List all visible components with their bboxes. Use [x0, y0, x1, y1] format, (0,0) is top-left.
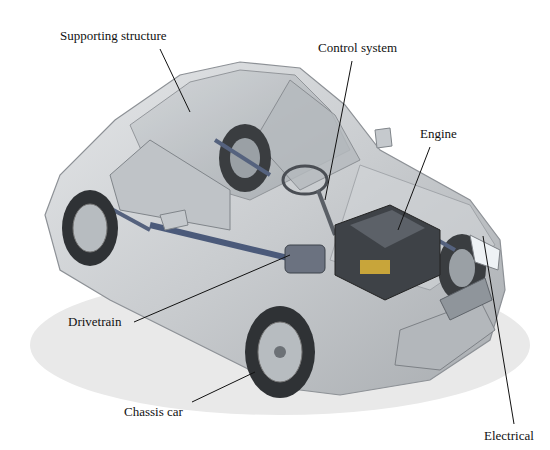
- leader-line: [192, 372, 255, 402]
- leader-line: [483, 236, 514, 424]
- leader-line: [160, 49, 190, 112]
- part-label: Chassis car: [124, 404, 183, 420]
- part-label: Electrical: [484, 428, 534, 444]
- leader-line: [325, 61, 352, 200]
- part-label: Supporting structure: [60, 28, 167, 44]
- part-label: Drivetrain: [68, 314, 121, 330]
- part-label: Control system: [318, 40, 397, 56]
- leader-line: [398, 147, 430, 230]
- leader-line: [134, 255, 290, 322]
- part-label: Engine: [420, 126, 457, 142]
